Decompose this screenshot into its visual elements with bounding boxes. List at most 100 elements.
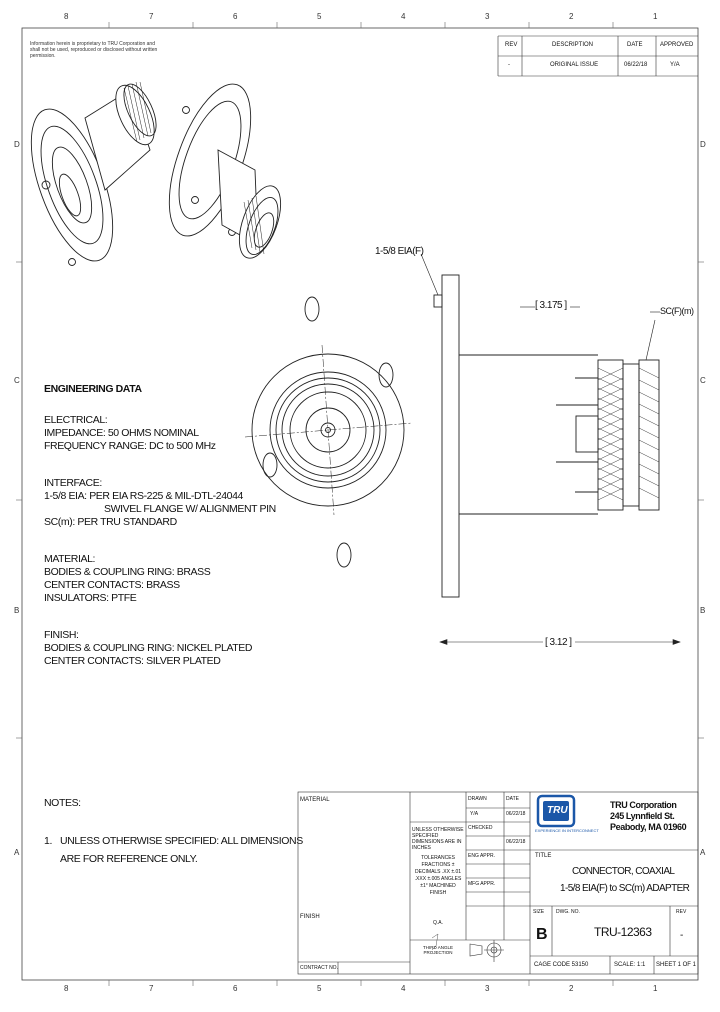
tb-sheet: SHEET 1 OF 1 (656, 962, 696, 968)
zone-left-c: C (14, 376, 20, 385)
material-line-3: INSULATORS: PTFE (44, 592, 137, 604)
note-1-number: 1. (44, 835, 52, 847)
tb-dims-note: UNLESS OTHERWISE SPECIFIED DIMENSIONS AR… (412, 827, 464, 851)
note-1-line-1: UNLESS OTHERWISE SPECIFIED: ALL DIMENSIO… (60, 835, 303, 847)
rev-row-rev: - (508, 62, 510, 68)
tb-mfg-appr-label: MFG APPR. (468, 881, 496, 887)
zone-bottom-6: 6 (233, 984, 238, 993)
zone-top-6: 6 (233, 12, 238, 21)
tb-scale: SCALE: 1:1 (614, 962, 646, 968)
tb-size-value: B (536, 926, 548, 943)
engineering-title: ENGINEERING DATA (44, 383, 142, 395)
electrical-frequency: FREQUENCY RANGE: DC to 500 MHz (44, 440, 216, 452)
rev-row-description: ORIGINAL ISSUE (550, 62, 599, 68)
tb-title-label: TITLE (535, 853, 552, 859)
rev-header-rev: REV (505, 42, 518, 48)
zone-bottom-4: 4 (401, 984, 406, 993)
zone-right-b: B (700, 606, 706, 615)
engineering-data: ENGINEERING DATA ELECTRICAL: IMPEDANCE: … (44, 383, 294, 668)
zone-top-8: 8 (64, 12, 69, 21)
zone-right-d: D (700, 140, 706, 149)
qa-mark (431, 933, 439, 951)
tb-material-label: MATERIAL (300, 797, 330, 803)
zone-bottom-5: 5 (317, 984, 322, 993)
material-line-1: BODIES & COUPLING RING: BRASS (44, 566, 211, 578)
dim-flange-label: 1-5/8 EIA(F) (375, 246, 424, 257)
rev-row-date: 06/22/18 (624, 62, 648, 68)
zone-bottom-3: 3 (485, 984, 490, 993)
rev-row-approved: Y/A (670, 62, 680, 68)
electrical-title: ELECTRICAL: (44, 414, 108, 426)
tb-checked-date: 06/22/18 (506, 839, 526, 845)
drawing-title-1: CONNECTOR, COAXIAL (572, 866, 675, 877)
material-title: MATERIAL: (44, 553, 96, 565)
interface-title: INTERFACE: (44, 477, 102, 489)
dim-length-top: [ 3.175 ] (535, 300, 567, 311)
finish-title: FINISH: (44, 629, 79, 641)
revision-table-grid (497, 35, 698, 77)
drawing-border (21, 27, 699, 981)
dim-length-bottom: [ 3.12 ] (545, 637, 572, 648)
dim-sc-label: SC(F)(m) (660, 306, 694, 316)
zone-right-a: A (700, 848, 706, 857)
tb-dwg-number: TRU-12363 (594, 925, 652, 939)
zone-bottom-8: 8 (64, 984, 69, 993)
third-angle-symbol (469, 940, 504, 962)
tb-drawn-date: 06/22/18 (506, 811, 526, 817)
side-view (420, 253, 681, 645)
tb-contract-label: CONTRACT NO. (300, 965, 338, 971)
tb-rev-value: - (680, 930, 684, 941)
zone-bottom-7: 7 (149, 984, 154, 993)
tb-dwg-label: DWG. NO. (556, 909, 580, 915)
tb-cage-code: CAGE CODE 53150 (534, 962, 589, 968)
tru-logo-text: TRU (547, 805, 568, 816)
zone-left-b: B (14, 606, 20, 615)
zone-top-1: 1 (653, 12, 658, 21)
zone-bottom-2: 2 (569, 984, 574, 993)
tb-date-label: DATE (506, 796, 519, 802)
finish-line-2: CENTER CONTACTS: SILVER PLATED (44, 655, 221, 667)
tb-rev-label: REV (676, 909, 687, 915)
tb-checked-label: CHECKED (468, 825, 493, 831)
iso-view-right (168, 83, 282, 259)
tb-size-label: SIZE (533, 909, 545, 915)
interface-line-1: 1-5/8 EIA: PER EIA RS-225 & MIL-DTL-2404… (44, 490, 243, 502)
tru-tagline: EXPERIENCE IN INTERCONNECT (535, 828, 599, 833)
rev-header-description: DESCRIPTION (552, 42, 594, 48)
note-1-line-2: ARE FOR REFERENCE ONLY. (60, 853, 198, 865)
tb-qa-label: Q.A. (432, 920, 443, 926)
zone-right-c: C (700, 376, 706, 385)
company-block: TRU Corporation 245 Lynnfield St. Peabod… (610, 800, 687, 833)
zone-left-d: D (14, 140, 20, 149)
tb-finish-label: FINISH (300, 914, 320, 920)
zone-top-7: 7 (149, 12, 154, 21)
tb-tolerances: TOLERANCES FRACTIONS ± DECIMALS .XX ±.01… (414, 855, 462, 896)
company-address-2: Peabody, MA 01960 (610, 822, 687, 832)
material-line-2: CENTER CONTACTS: BRASS (44, 579, 180, 591)
company-name: TRU Corporation (610, 800, 677, 810)
electrical-impedance: IMPEDANCE: 50 OHMS NOMINAL (44, 427, 199, 439)
title-block-grid (297, 791, 699, 975)
tb-eng-appr-label: ENG APPR. (468, 853, 495, 859)
zone-top-2: 2 (569, 12, 574, 21)
front-view (244, 296, 413, 568)
interface-line-3: SC(m): PER TRU STANDARD (44, 516, 177, 528)
tb-third-angle: THIRD ANGLE PROJECTION (422, 945, 453, 955)
zone-bottom-1: 1 (653, 984, 658, 993)
tru-logo (536, 794, 576, 828)
zone-left-a: A (14, 848, 20, 857)
rev-header-approved: APPROVED (660, 42, 694, 48)
tb-drawn-by: Y/A (470, 811, 479, 817)
zone-top-3: 3 (485, 12, 490, 21)
drawing-title-2: 1-5/8 EIA(F) to SC(m) ADAPTER (560, 883, 690, 894)
proprietary-note: Information herein is proprietary to TRU… (30, 41, 158, 59)
zone-top-4: 4 (401, 12, 406, 21)
zone-top-5: 5 (317, 12, 322, 21)
rev-header-date: DATE (627, 42, 643, 48)
zone-ticks (16, 22, 704, 986)
company-address-1: 245 Lynnfield St. (610, 811, 675, 821)
notes-title: NOTES: (44, 797, 81, 809)
interface-line-2: SWIVEL FLANGE W/ ALIGNMENT PIN (104, 503, 276, 515)
tb-drawn-label: DRAWN (468, 796, 487, 802)
